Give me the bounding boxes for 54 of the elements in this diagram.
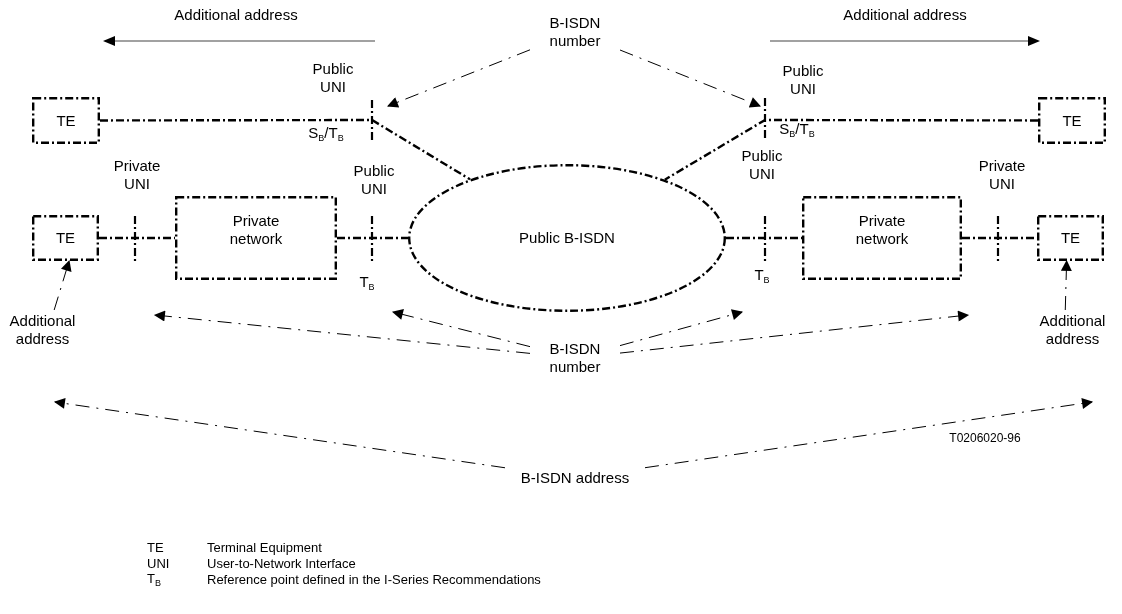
arrow	[619, 309, 744, 347]
node-label: Private network	[854, 211, 910, 248]
node-label: TE	[54, 229, 77, 247]
connection-line	[99, 236, 175, 240]
key-text: Terminal Equipment	[207, 540, 322, 556]
node-label: TE	[1059, 229, 1082, 247]
equipment-box	[802, 196, 962, 280]
arrow	[619, 49, 761, 108]
network-ellipse	[408, 164, 726, 312]
annotation-label: S$_{B}$/T$_{B}$	[307, 124, 345, 144]
connection-line	[337, 236, 408, 240]
equipment-box	[175, 196, 337, 280]
arrow	[387, 49, 531, 108]
key-text: T$_{B}$	[147, 571, 161, 589]
annotation-label: S$_{B}$/T$_{B}$	[778, 120, 816, 140]
annotation-label: T$_{B}$	[753, 266, 771, 286]
annotation-label: Additional address	[173, 6, 299, 24]
text-label: B-ISDN number	[530, 338, 620, 378]
arrow	[644, 398, 1094, 469]
node-label: Public B-ISDN	[518, 229, 616, 247]
annotation-label: Additional address	[842, 6, 968, 24]
arrow	[619, 310, 970, 354]
key-text: Reference point defined in the I-Series Recommendations	[207, 572, 541, 588]
key-text: User-to-Network Interface	[207, 556, 356, 572]
connection-line	[962, 236, 1037, 240]
arrow	[53, 259, 72, 311]
equipment-box	[32, 97, 100, 144]
annotation-label: Public UNI	[740, 147, 784, 183]
annotation-label: Private UNI	[112, 157, 162, 193]
connection-line	[726, 236, 802, 240]
equipment-box	[32, 215, 99, 261]
connection-line	[100, 118, 471, 181]
annotation-label: Public UNI	[311, 60, 355, 96]
key-text: UNI	[147, 556, 170, 572]
node-label: Private network	[228, 211, 284, 248]
arrow	[1060, 259, 1072, 311]
annotation-label: Private UNI	[977, 157, 1027, 193]
annotation-label: T$_{B}$	[358, 273, 376, 293]
equipment-box	[1037, 215, 1104, 261]
text-label: B-ISDN number	[530, 12, 620, 52]
connection-line	[664, 118, 1038, 181]
text-label: Additional address	[0, 310, 85, 350]
figure-number: T0206020-96	[948, 430, 1022, 446]
annotation-label: Public UNI	[781, 62, 825, 98]
arrow	[391, 309, 531, 348]
key-text: TE	[147, 540, 164, 556]
text-label: Additional address	[1025, 310, 1120, 350]
arrow	[53, 398, 506, 469]
annotation-label: Public UNI	[352, 162, 396, 198]
text-label: B-ISDN address	[505, 467, 645, 489]
arrow	[153, 310, 531, 354]
equipment-box	[1038, 97, 1106, 144]
node-label: TE	[1061, 111, 1083, 130]
node-label: TE	[55, 111, 77, 130]
